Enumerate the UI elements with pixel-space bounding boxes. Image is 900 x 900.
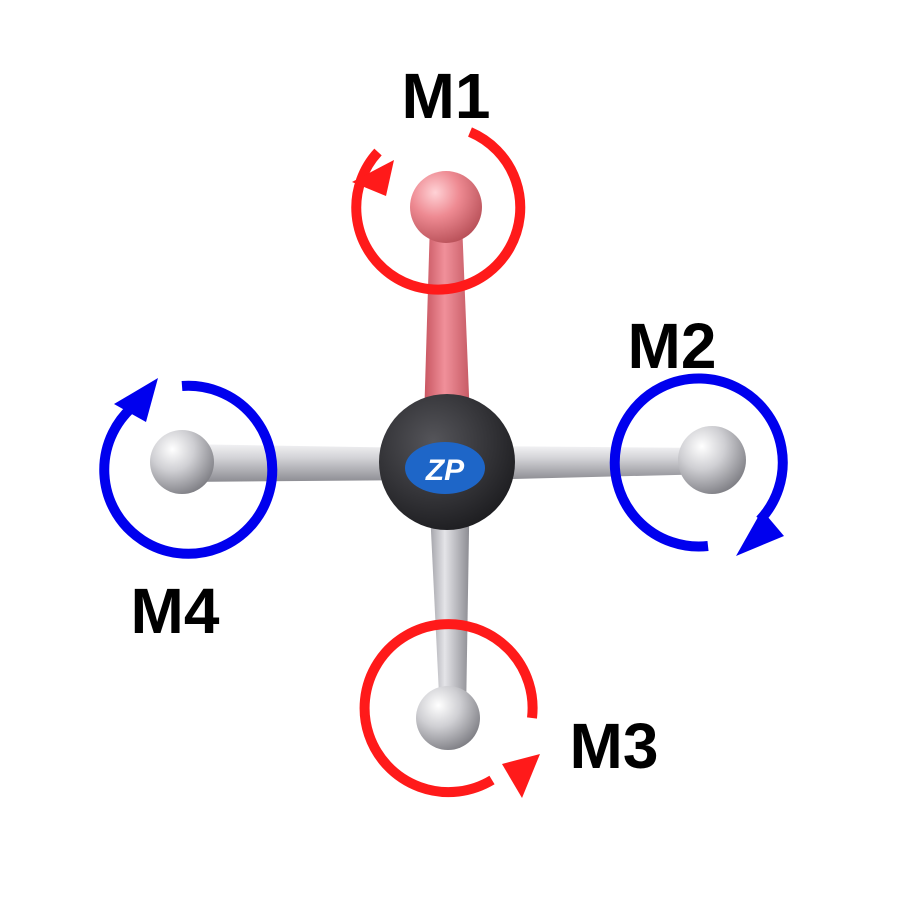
- hub-logo: ZP: [425, 454, 465, 487]
- motor-m2-rotation-arrow: [609, 373, 788, 556]
- central-hub: ZP: [379, 394, 515, 530]
- motor-m1-rotation-arrow: [351, 127, 526, 295]
- motor-m4-ball: [150, 430, 214, 494]
- motor-m2-label: M2: [628, 310, 717, 382]
- motor-m2-ball: [678, 426, 746, 494]
- motor-m3-label: M3: [570, 710, 659, 782]
- motor-m4-label: M4: [131, 575, 220, 647]
- arm-m3: [428, 470, 470, 715]
- motor-m4-rotation-arrow: [99, 378, 278, 559]
- arm-m2: [470, 446, 715, 480]
- motor-m3-rotation-arrow: [359, 619, 540, 798]
- motor-m1-label: M1: [402, 60, 491, 132]
- motor-m1-ball: [410, 171, 482, 243]
- motor-m3-ball: [416, 686, 480, 750]
- hub-logo-badge: [405, 442, 485, 494]
- arm-m4: [180, 444, 420, 482]
- frame-arms: [180, 222, 715, 715]
- arm-m1: [424, 222, 470, 420]
